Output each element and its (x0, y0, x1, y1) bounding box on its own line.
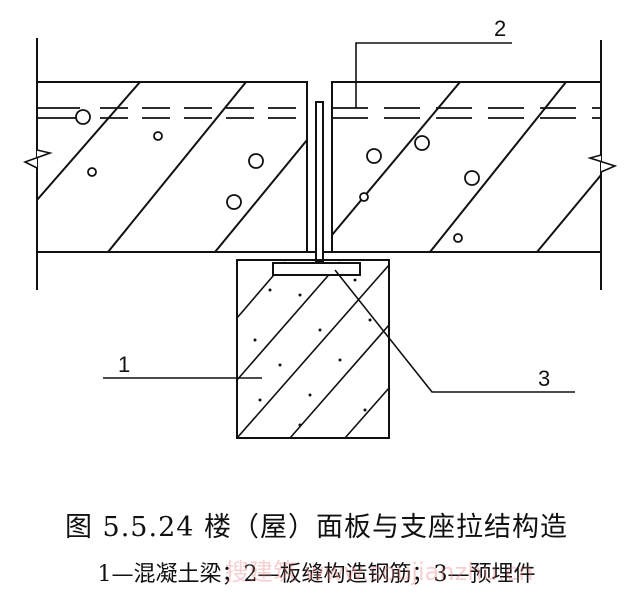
concrete-beam (236, 259, 390, 439)
watermark: 搜建筑 www.soujianzhu.cn (225, 558, 534, 586)
aggregate-circles (75, 109, 480, 243)
label-2: 2 (494, 16, 506, 41)
label-1: 1 (118, 352, 130, 377)
embedded-plate (272, 262, 361, 276)
slab-rebar (37, 107, 601, 119)
figure-caption: 图 5.5.24 楼（屋）面板与支座拉结构造 (64, 512, 569, 543)
figure-legend: 1—混凝土梁；2—板缝构造钢筋；3—预埋件 (97, 562, 536, 587)
joint-rebar (315, 101, 324, 263)
left-slab (36, 81, 601, 253)
label-3: 3 (538, 366, 550, 391)
leader-lines (103, 42, 575, 393)
break-marks (22, 149, 618, 173)
slab-support-diagram: 2 1 3 (22, 16, 618, 439)
